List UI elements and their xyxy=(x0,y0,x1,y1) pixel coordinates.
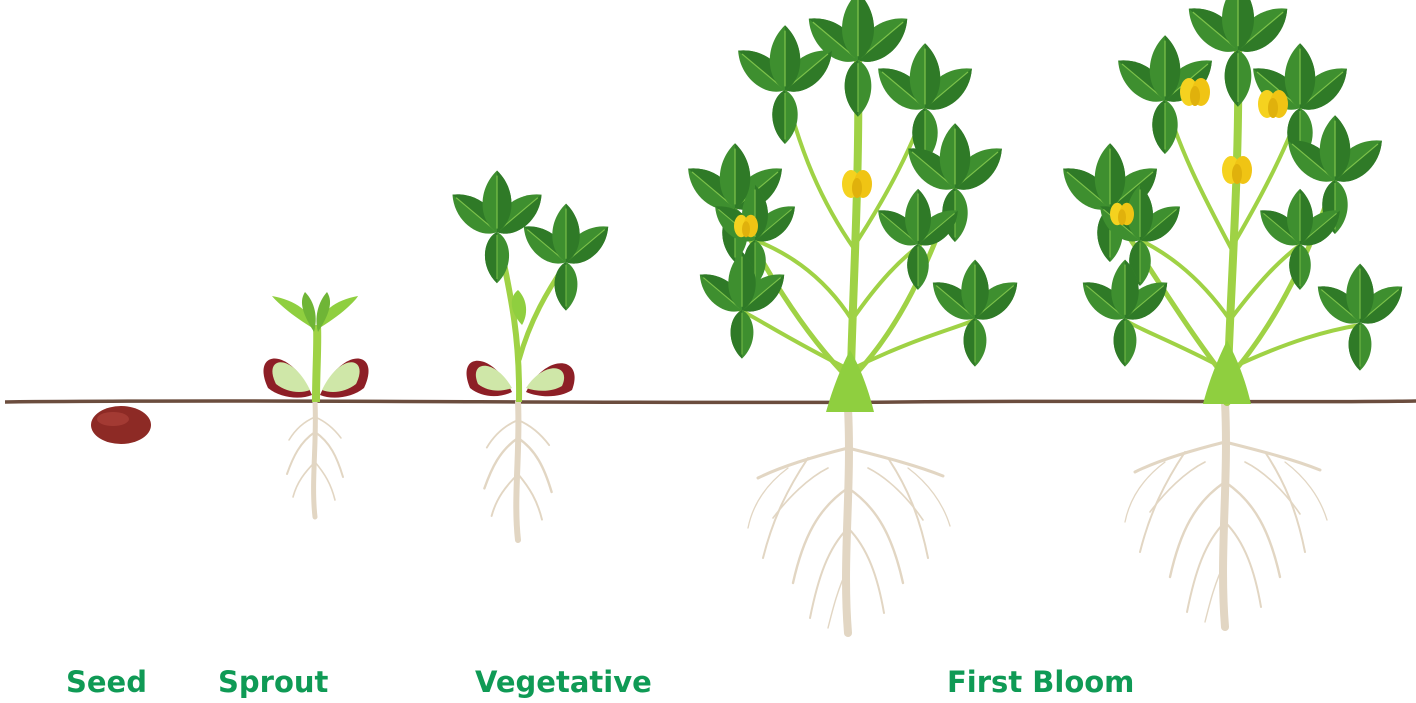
sprout-stage xyxy=(263,292,368,517)
label-sprout: Sprout xyxy=(218,668,328,697)
label-vegetative: Vegetative xyxy=(475,668,652,697)
first-bloom-plant-left xyxy=(679,0,1026,633)
first-bloom-plant-right xyxy=(1054,0,1411,627)
vegetative-stage xyxy=(444,170,617,540)
label-seed: Seed xyxy=(66,668,147,697)
seed-stage xyxy=(91,406,151,444)
label-first-bloom: First Bloom xyxy=(947,668,1134,697)
